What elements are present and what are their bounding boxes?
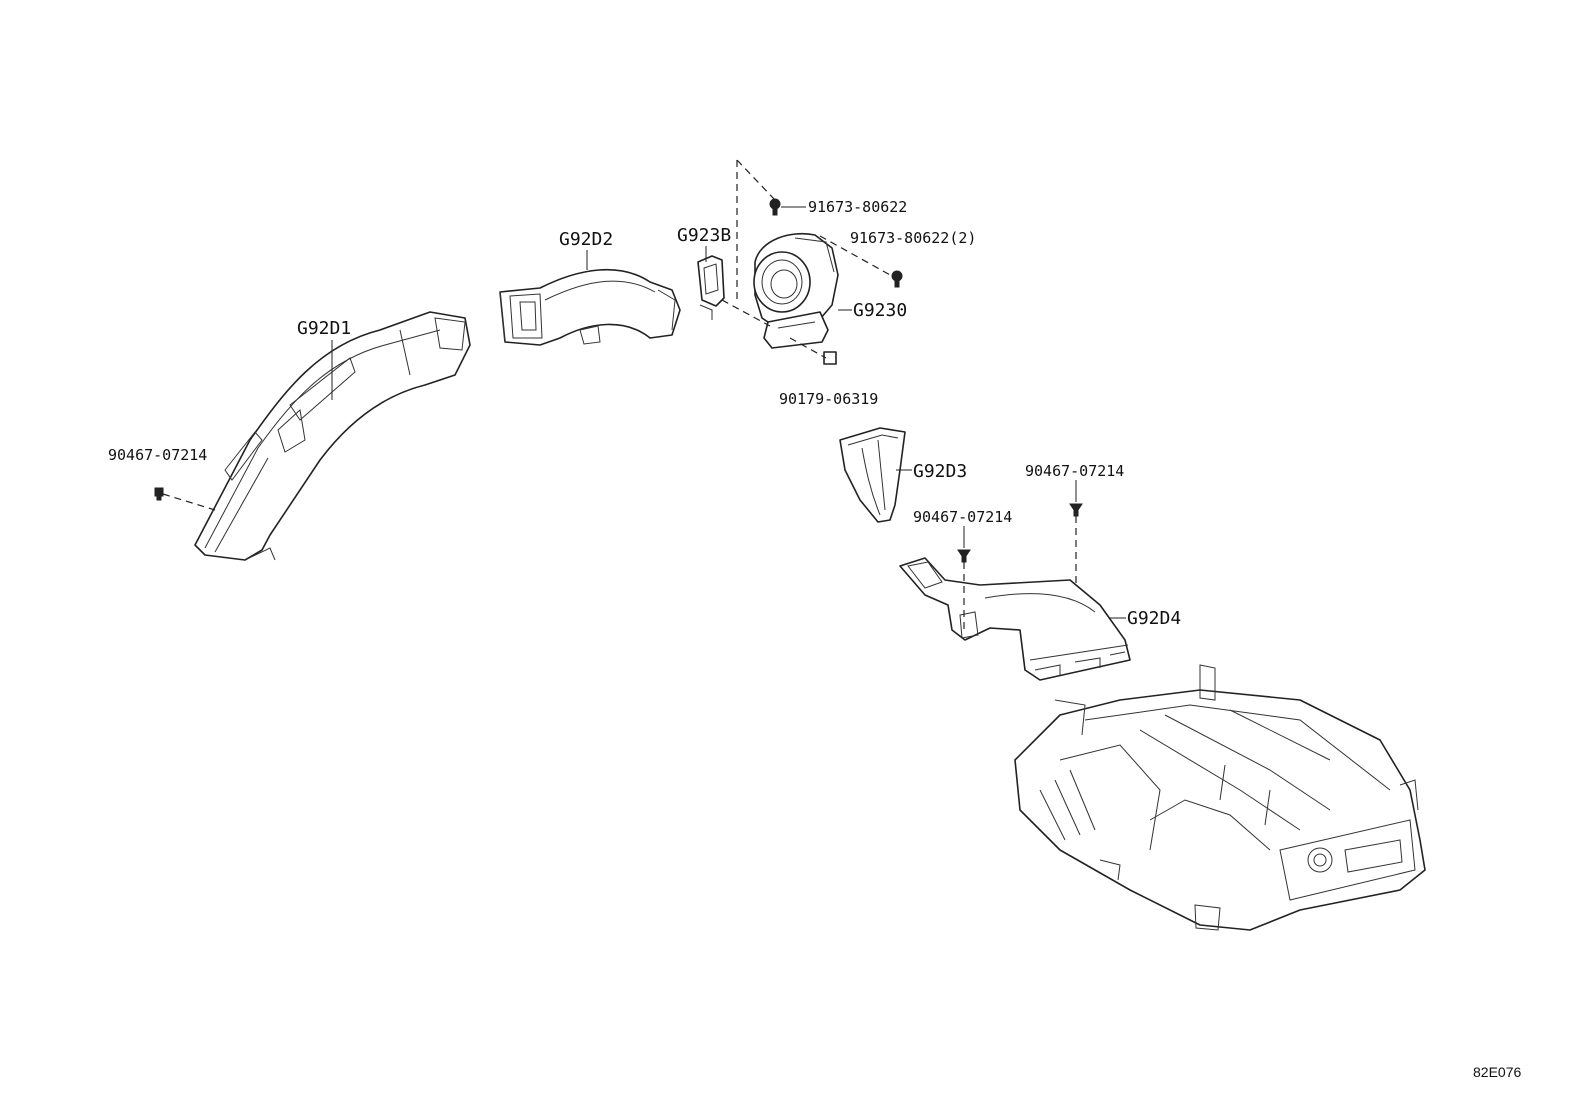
- bracket-g923b[interactable]: [697, 255, 725, 320]
- battery-assembly[interactable]: [1014, 664, 1426, 931]
- label-g923b: G923B: [677, 225, 731, 246]
- duct-g92d1[interactable]: [194, 311, 471, 561]
- label-screw-top: 91673-80622: [808, 198, 907, 216]
- label-bolt-mid: 90467-07214: [913, 508, 1012, 526]
- label-bolt-right: 90467-07214: [1025, 462, 1124, 480]
- label-g92d3: G92D3: [913, 461, 967, 482]
- label-bolt-left: 90467-07214: [108, 446, 207, 464]
- duct-g92d4[interactable]: [899, 557, 1131, 681]
- label-g9230: G9230: [853, 300, 907, 321]
- label-screw-right: 91673-80622(2): [850, 229, 976, 247]
- callout-labels: G92D1 G92D2 G923B G9230 G92D3 G92D4 9046…: [108, 198, 1181, 629]
- bolt-mid-icon[interactable]: [957, 549, 971, 563]
- assembly-lines: [162, 159, 1077, 630]
- diagram-code: 82E076: [1473, 1064, 1521, 1080]
- label-g92d2: G92D2: [559, 229, 613, 250]
- nut-icon[interactable]: [823, 351, 837, 365]
- leader-lines: [331, 206, 1126, 619]
- label-g92d1: G92D1: [297, 318, 351, 339]
- bolt-right-icon[interactable]: [1069, 503, 1083, 517]
- screw-top-icon[interactable]: [769, 198, 781, 216]
- duct-g92d2[interactable]: [499, 268, 681, 346]
- label-g92d4: G92D4: [1127, 608, 1181, 629]
- label-nut: 90179-06319: [779, 390, 878, 408]
- blower-g9230[interactable]: [753, 233, 839, 349]
- bolt-left-icon[interactable]: [154, 487, 164, 501]
- screw-right-icon[interactable]: [891, 270, 903, 288]
- duct-g92d3[interactable]: [839, 427, 906, 523]
